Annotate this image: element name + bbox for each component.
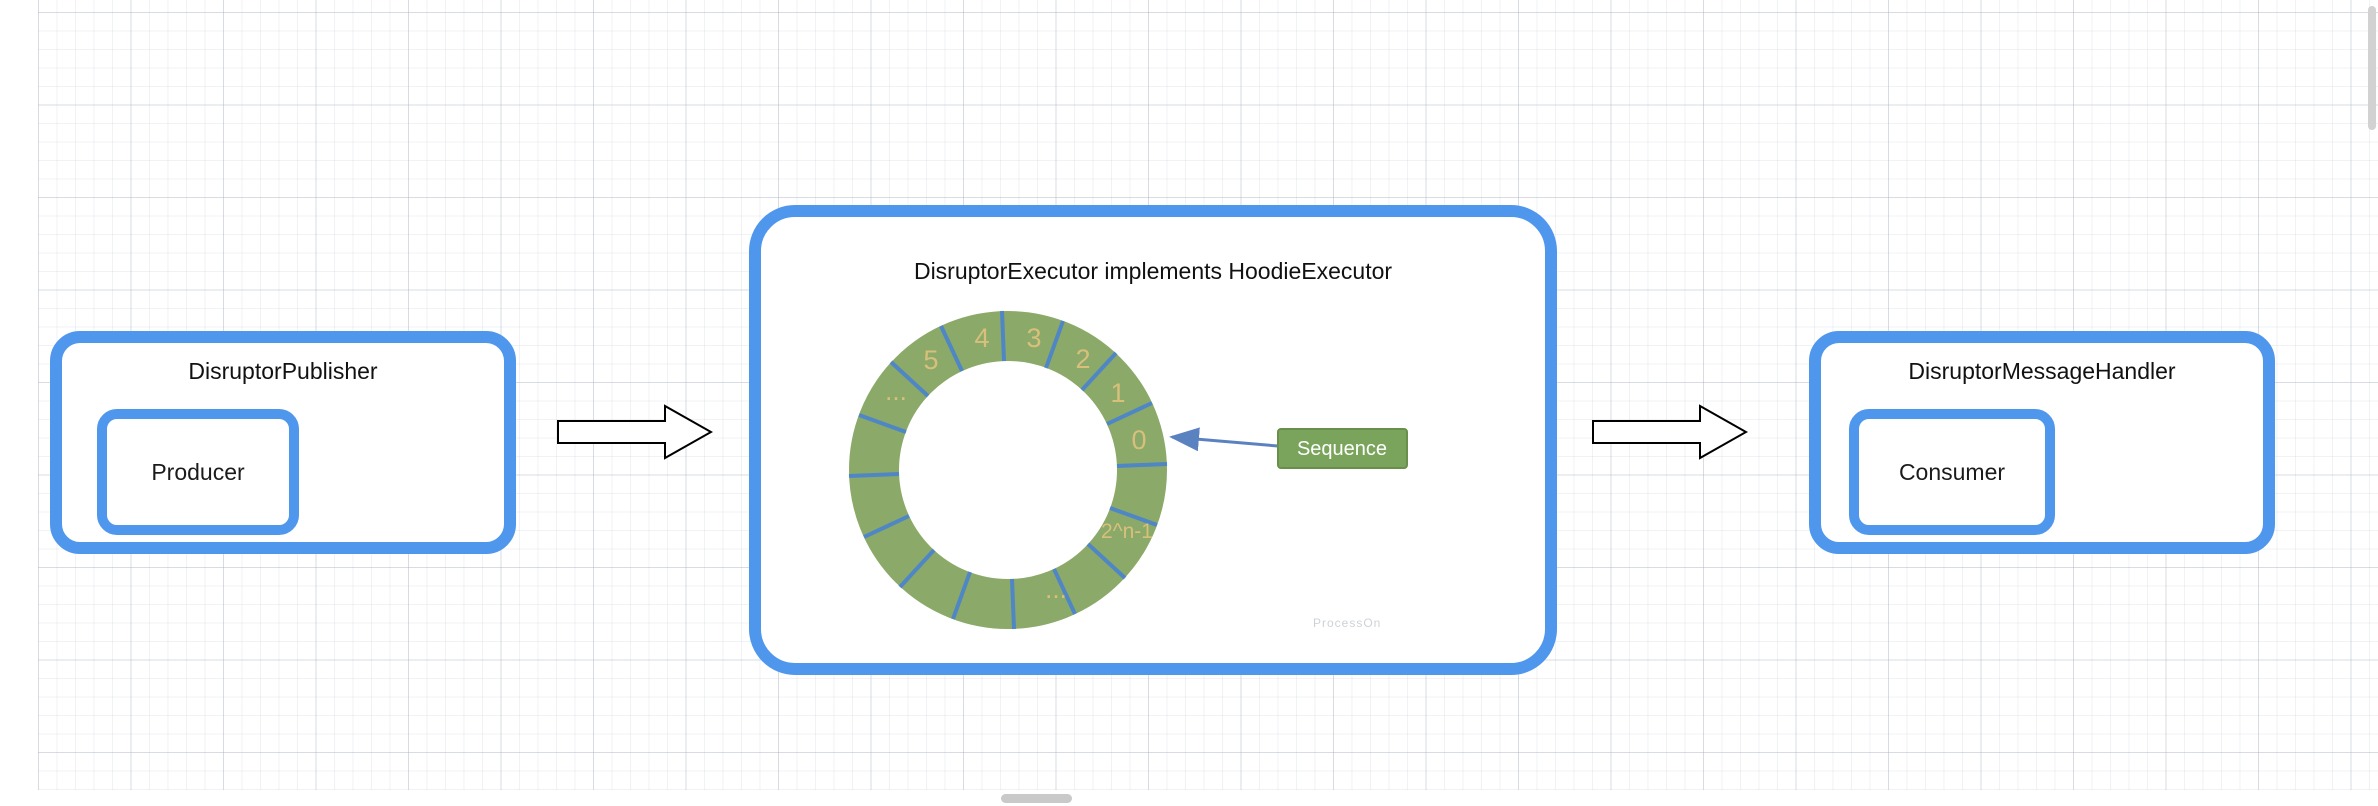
canvas-bottom-margin: [0, 790, 2378, 806]
vertical-scrollbar-thumb[interactable]: [2368, 6, 2376, 130]
handler-box: DisruptorMessageHandler Consumer: [1809, 331, 2275, 554]
handler-title: DisruptorMessageHandler: [1908, 358, 2176, 384]
sequence-pointer-arrow: [1169, 427, 1279, 452]
executor-title: DisruptorExecutor implements HoodieExecu…: [913, 258, 1393, 284]
ring-slot-label-2: 2: [1075, 344, 1090, 374]
flow-arrow-right-shape: [1592, 404, 1748, 460]
consumer-box: Consumer: [1849, 409, 2055, 535]
ring-lower-ellipsis: ...: [1045, 574, 1067, 604]
ring-slot-label-0: 0: [1131, 425, 1146, 455]
canvas-left-margin: [0, 0, 38, 806]
watermark: ProcessOn: [1313, 616, 1382, 630]
consumer-label: Consumer: [1898, 458, 2006, 485]
producer-box: Producer: [97, 409, 299, 535]
ring-last-slot-label: 2^n-1: [1101, 520, 1153, 543]
ring-slot-label-3: 3: [1026, 323, 1041, 353]
sequence-box-rect: [1277, 428, 1408, 469]
ring-segment-dividers: [848, 310, 1168, 630]
horizontal-scrollbar-thumb[interactable]: [1001, 794, 1072, 803]
flow-arrow-right: [1592, 404, 1748, 460]
ring-slot-labels: 5 4 3 2 1 0 ... ... 2^n-1: [885, 323, 1153, 604]
flow-arrow-left-shape: [557, 404, 713, 460]
producer-label: Producer: [151, 458, 245, 485]
ring-buffer-donut: [849, 311, 1167, 629]
publisher-title: DisruptorPublisher: [188, 358, 378, 384]
ring-buffer-diagram: 5 4 3 2 1 0 ... ... 2^n-1 Sequence: [848, 310, 1408, 630]
publisher-box: DisruptorPublisher Producer: [50, 331, 516, 554]
sequence-label: Sequence: [1297, 438, 1387, 460]
ring-upper-ellipsis: ...: [885, 376, 907, 406]
ring-slot-label-5: 5: [923, 345, 938, 375]
flow-arrow-left: [557, 404, 713, 460]
ring-slot-label-4: 4: [974, 323, 989, 353]
sequence-box: Sequence: [1277, 428, 1408, 469]
executor-box: DisruptorExecutor implements HoodieExecu…: [749, 205, 1557, 675]
ring-slot-label-1: 1: [1110, 378, 1125, 408]
